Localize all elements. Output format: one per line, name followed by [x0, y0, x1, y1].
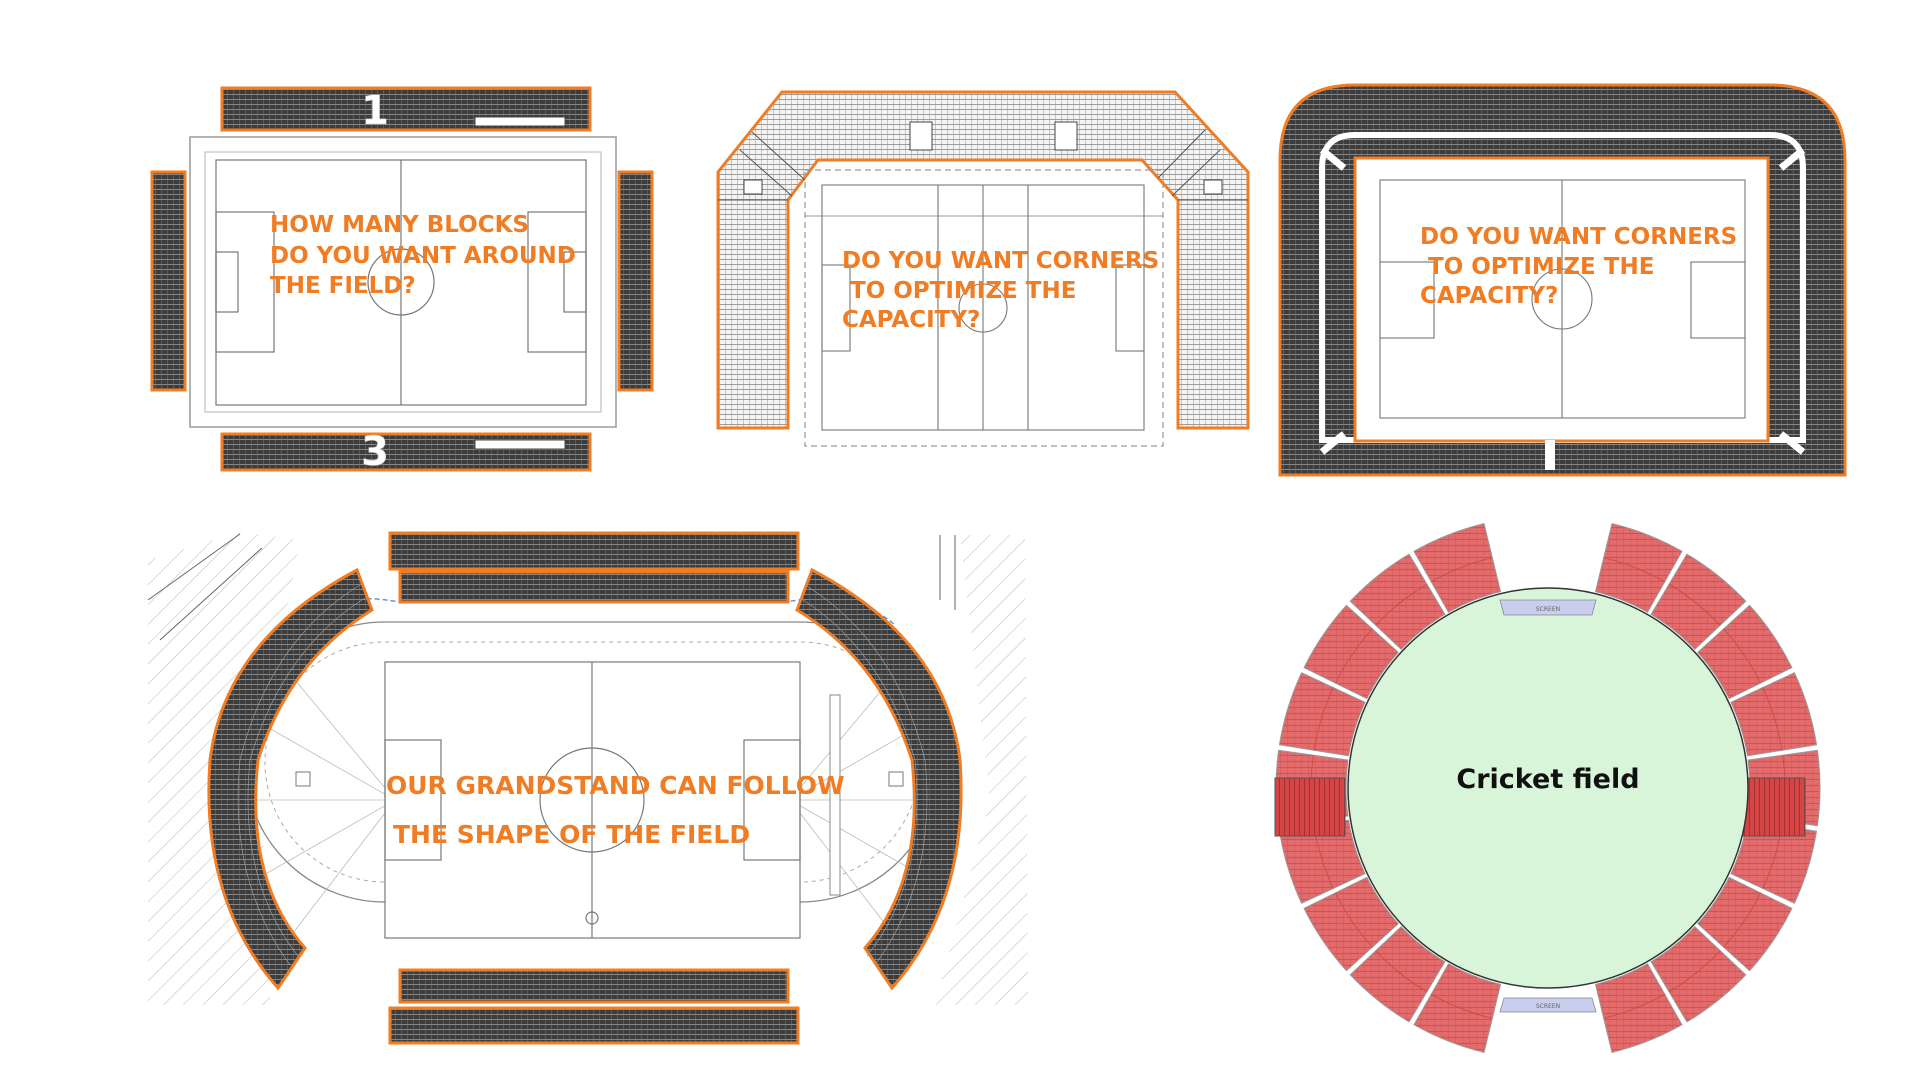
cricket-field — [1347, 587, 1749, 989]
football-pitch — [805, 184, 1163, 431]
panel-corners-rounded: DO YOU WANT CORNERS TO OPTIMIZE THE CAPA… — [1278, 83, 1847, 477]
caption-blocks: HOW MANY BLOCKS DO YOU WANT AROUND THE F… — [270, 212, 584, 299]
stand-block-west — [150, 170, 187, 392]
cricket-seating-tier-line — [1431, 557, 1493, 583]
site-feature-box-west — [295, 771, 311, 787]
cricket-seating-wedge — [1594, 523, 1683, 613]
site-road-lines — [147, 533, 956, 641]
site-hatch-east — [935, 535, 1028, 1005]
football-pitch — [384, 661, 801, 939]
stand-straight-south-upper — [398, 968, 790, 1004]
cricket-seating-tier-line — [1431, 993, 1493, 1019]
stand-block-south — [220, 432, 592, 472]
stand-straight-south-lower — [388, 1006, 800, 1045]
stand-straight-north-lower — [398, 570, 790, 604]
cricket-seating-tier-line — [1723, 892, 1761, 948]
cricket-seating-tier-line — [1375, 583, 1428, 626]
caption-curved-grandstand: OUR GRANDSTAND CAN FOLLOW THE SHAPE OF T… — [386, 771, 853, 849]
screen-north — [1499, 599, 1597, 616]
block-number-3: 3 — [361, 429, 389, 475]
cricket-end-block-west — [1274, 777, 1346, 837]
cricket-seating-wedge — [1650, 926, 1747, 1023]
cricket-seating-wedge — [1349, 553, 1446, 650]
block-number-1: 1 — [361, 88, 389, 134]
cricket-seating-wedge — [1413, 963, 1502, 1053]
stand-curved-row-lines — [237, 584, 928, 966]
cricket-seating-tier-line — [1335, 892, 1373, 948]
stand-vomitories — [743, 121, 1223, 195]
panel-corners-chamfered: DO YOU WANT CORNERS TO OPTIMIZE THE CAPA… — [716, 90, 1250, 447]
cricket-seating-wedge — [1278, 672, 1366, 757]
football-pitch — [1379, 179, 1746, 419]
pitch-surround-inner — [204, 151, 602, 413]
stand-corner-dividers — [718, 129, 1248, 201]
panel-blocks: 1 3 HOW MANY BLOCKS DO YOU WANT AROUND T… — [150, 86, 654, 475]
cricket-field-label: Cricket field — [1456, 764, 1639, 795]
screen-south — [1499, 997, 1597, 1013]
screen-south-label: SCREEN — [1536, 1003, 1560, 1010]
stand-block-south-aisle — [474, 439, 566, 450]
cricket-seating-tier-line — [1375, 950, 1428, 993]
panel-curved-grandstand: OUR GRANDSTAND CAN FOLLOW THE SHAPE OF T… — [147, 531, 1028, 1045]
pitch-surround — [189, 136, 617, 428]
panel-cricket: Cricket field SCREEN SCREEN — [1274, 523, 1821, 1053]
screen-north-label: SCREEN — [1536, 606, 1560, 613]
stand-straight-north-upper — [388, 531, 800, 571]
stand-block-north-aisle — [474, 116, 566, 127]
cricket-seating-tier-line — [1723, 628, 1761, 684]
caption-corners-rounded: DO YOU WANT CORNERS TO OPTIMIZE THE CAPA… — [1420, 224, 1745, 309]
cricket-seating-tier-line — [1603, 557, 1665, 583]
stand-bowl-corner-gaps — [1319, 147, 1806, 455]
long-jump-runway — [829, 694, 841, 896]
site-feature-box-east — [888, 771, 904, 787]
caption-corners-chamfered: DO YOU WANT CORNERS TO OPTIMIZE THE CAPA… — [842, 248, 1167, 333]
stand-curved-east — [795, 567, 963, 991]
cricket-seating-tier-line — [1762, 687, 1783, 751]
cricket-seating-tier-line — [1603, 993, 1665, 1019]
cricket-seating-wedge — [1730, 672, 1818, 757]
cricket-seating-tier-line — [1335, 628, 1373, 684]
cricket-seating-tier-line — [1313, 687, 1334, 751]
stand-block-east — [617, 170, 654, 392]
cricket-seating-tier-line — [1668, 583, 1721, 626]
cricket-seating-tier-line — [1668, 950, 1721, 993]
football-pitch — [215, 159, 587, 406]
stand-bowl-concourse — [1319, 132, 1806, 443]
player-tunnel — [1545, 440, 1555, 470]
pitch-zone-dashed — [804, 169, 1164, 447]
